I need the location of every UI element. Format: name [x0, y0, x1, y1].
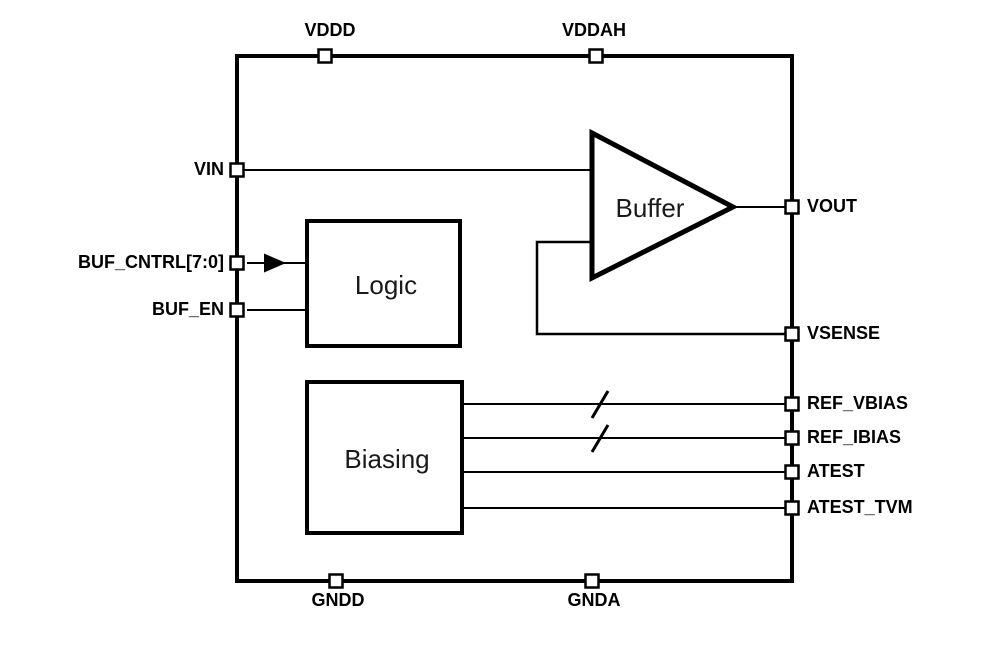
pin-label-atest-tvm: ATEST_TVM: [807, 497, 913, 517]
pin-square-buf-cntrl: [229, 255, 245, 271]
biasing-block: [305, 380, 464, 535]
logic-block-label: Logic: [354, 270, 418, 300]
pin-label-vout: VOUT: [807, 196, 858, 216]
buffer-block-label: Buffer: [615, 193, 685, 223]
right-arrowhead-icon: [264, 253, 286, 273]
pin-square-vin: [229, 162, 245, 178]
pin-label-vin: VIN: [193, 159, 224, 179]
pin-square-gnda: [584, 573, 600, 589]
bus-slash-icon-ref-ibias: [590, 424, 610, 453]
pin-square-atest-tvm: [784, 500, 800, 516]
pin-label-gnda: GNDA: [567, 590, 621, 610]
pin-label-atest: ATEST: [807, 461, 865, 481]
pin-label-ref-ibias: REF_IBIAS: [807, 427, 902, 447]
pin-label-vddd: VDDD: [304, 20, 356, 40]
pin-label-buf-en: BUF_EN: [151, 299, 224, 319]
bus-slash-icon-ref-vbias: [590, 390, 610, 419]
pin-label-gndd: GNDD: [311, 590, 365, 610]
pin-square-vddah: [588, 48, 604, 64]
pin-square-atest: [784, 464, 800, 480]
pin-square-vsense: [784, 326, 800, 342]
pin-square-vddd: [317, 48, 333, 64]
pin-label-vddah: VDDAH: [561, 20, 627, 40]
pin-label-ref-vbias: REF_VBIAS: [807, 393, 909, 413]
logic-block: [305, 219, 462, 348]
chip-outline: [235, 54, 794, 583]
pin-label-vsense: VSENSE: [807, 323, 881, 343]
pin-square-ref-ibias: [784, 430, 800, 446]
biasing-block-label: Biasing: [344, 444, 430, 474]
pin-square-buf-en: [229, 302, 245, 318]
pin-square-vout: [784, 199, 800, 215]
wire-feedback-to-vsense: [535, 240, 786, 336]
pin-square-gndd: [328, 573, 344, 589]
pin-label-buf-cntrl: BUF_CNTRL[7:0]: [78, 252, 224, 272]
buffer-triangle: [589, 128, 739, 283]
pin-square-ref-vbias: [784, 396, 800, 412]
